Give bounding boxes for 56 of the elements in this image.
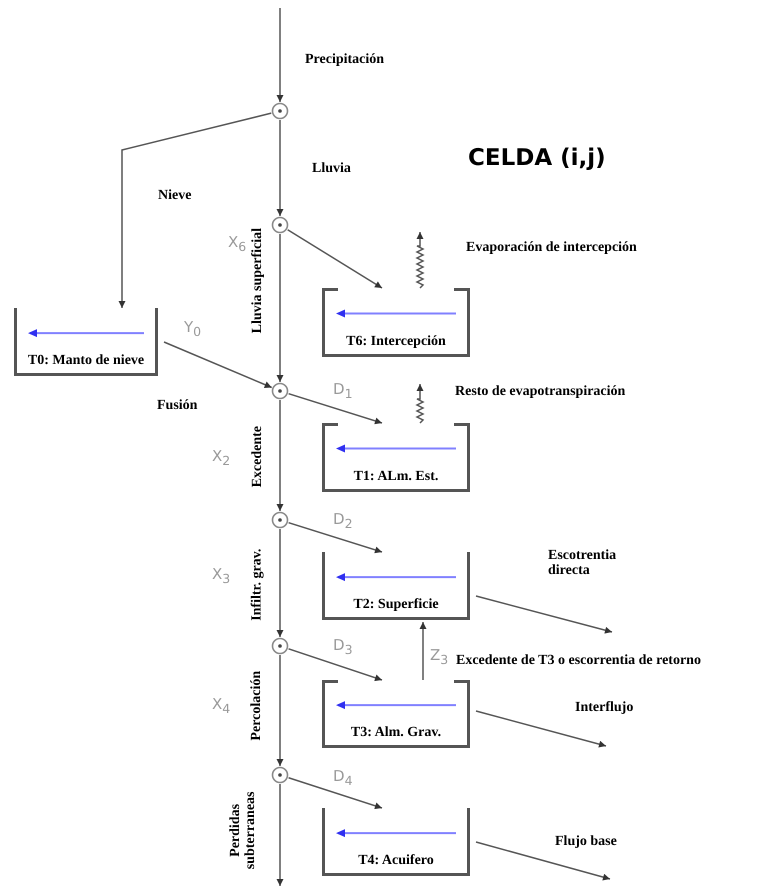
tank (14, 308, 158, 376)
arrow (276, 655, 284, 766)
flow-symbol: X$_{4}$ (212, 695, 230, 716)
tank (322, 423, 470, 492)
arrow (287, 229, 382, 289)
junction-node (271, 216, 289, 234)
edge-label: Resto de evapotranspiración (455, 384, 626, 400)
wavy-arrow (415, 232, 425, 289)
arrow (288, 522, 382, 554)
tank (322, 288, 470, 357)
flow-symbol: X$_{6}$ (228, 233, 246, 254)
flow-symbol: D$_{3}$ (333, 636, 353, 657)
edge-label: Precipitación (305, 52, 384, 68)
arrow (288, 392, 382, 424)
arrow (476, 595, 612, 634)
flow-symbol: D$_{2}$ (333, 510, 353, 531)
arrow (476, 841, 610, 880)
arrow (276, 8, 284, 102)
junction-node (271, 102, 289, 120)
edge-label: Infiltr. grav. (249, 548, 265, 620)
wavy-arrow (415, 384, 425, 424)
flow-symbol: Y$_{0}$ (184, 318, 202, 339)
edge-label: Flujo base (555, 834, 617, 850)
flow-symbol: D$_{4}$ (333, 767, 353, 788)
flow-symbol: X$_{3}$ (212, 565, 230, 586)
edge-label: Interflujo (575, 700, 634, 716)
tank-label: T0: Manto de nieve (26, 353, 146, 369)
flow-symbol: D$_{1}$ (333, 380, 353, 401)
tank (322, 552, 470, 620)
flow-symbol: Z$_{3}$ (430, 646, 448, 667)
edge-label: Lluvia superficial (250, 228, 265, 333)
arrow (276, 784, 284, 886)
junction-node (271, 382, 289, 400)
tank (322, 680, 470, 748)
title: CELDA (i,j) (468, 145, 606, 171)
arrow (118, 112, 272, 308)
edge-label: Evaporación de intercepción (466, 240, 637, 256)
tank (322, 808, 470, 876)
arrow (164, 341, 272, 388)
tank-label: T3: Alm. Grav. (350, 725, 442, 741)
arrow (288, 648, 382, 682)
arrow (276, 400, 284, 511)
junction-node (271, 511, 289, 529)
arrow (288, 777, 382, 810)
arrow (276, 120, 284, 216)
tank-label: T1: ALm. Est. (352, 469, 440, 485)
arrow (420, 622, 426, 680)
junction-node (271, 766, 289, 784)
arrow (476, 710, 606, 748)
flow-symbol: X$_{2}$ (212, 447, 230, 468)
arrow (276, 529, 284, 637)
tank-label: T4: Acuifero (357, 853, 435, 869)
tank-label: T6: Intercepción (345, 334, 447, 350)
tank-label: T2: Superficie (352, 597, 440, 613)
junction-node (271, 637, 289, 655)
arrow (276, 234, 284, 382)
